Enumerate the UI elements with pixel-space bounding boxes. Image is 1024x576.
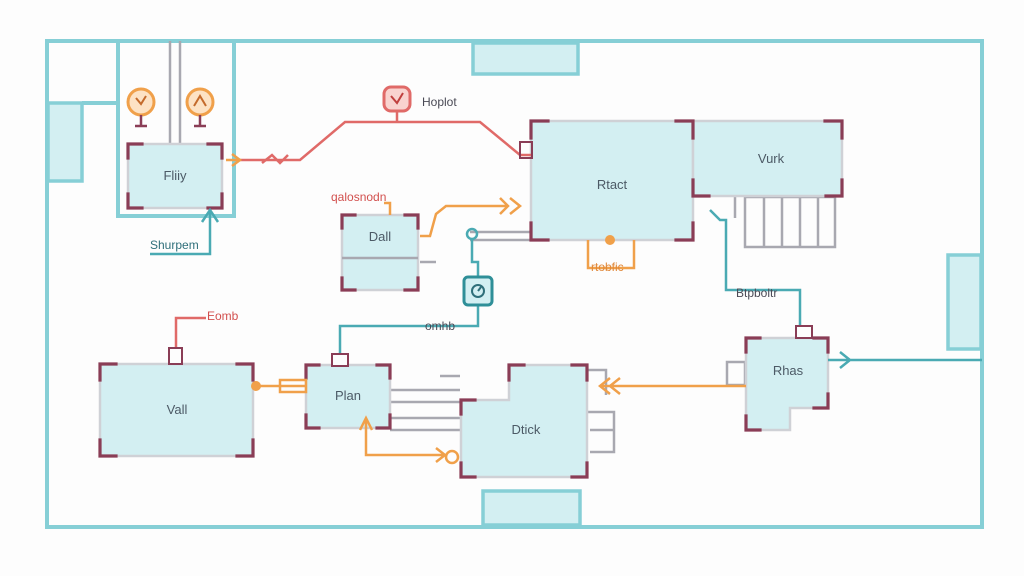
- hoplot-fixture-icon: [382, 85, 412, 113]
- eomb-red-pipe: [174, 316, 206, 348]
- meter-feed: [465, 227, 479, 241]
- meter-feed-pipe: [470, 239, 480, 278]
- room-label-plan: Plan: [335, 388, 361, 403]
- rhas-valve: [725, 360, 747, 387]
- fliiy-orange-arrow: [226, 153, 243, 167]
- label-bpboaltr: Btpboltr: [736, 286, 777, 300]
- gray-pipes-dtick-side: [586, 368, 616, 454]
- hoplot-red-pipe: [240, 120, 531, 162]
- room-rhas: [744, 336, 830, 432]
- quiosnodn-drop: [384, 201, 392, 215]
- fliiy-corners: [126, 142, 224, 210]
- dall-orange-pipe: [420, 197, 523, 238]
- red-pipe-zigzag: [261, 153, 289, 165]
- vall-corners: [98, 362, 255, 458]
- rhas-corners: [744, 336, 830, 432]
- plan-meter-teal-pipe: [338, 305, 480, 365]
- room-label-vurk: Vurk: [758, 151, 785, 166]
- vall-inlet: [168, 347, 183, 365]
- gray-lines: [168, 41, 837, 454]
- room-dall: [340, 213, 420, 292]
- room-fliiy: [126, 142, 224, 210]
- rooms: [98, 119, 844, 479]
- vurk-corners: [691, 119, 844, 198]
- plan-dtick-orange-pipe: [358, 415, 448, 463]
- vurk-rhas-teal-pipe: [709, 209, 802, 328]
- vurk-grate: [733, 195, 837, 249]
- utility-closet-wall: [116, 39, 236, 218]
- top-left-valve-icon: [126, 87, 156, 128]
- vall-plan-orange-pipe: [253, 378, 308, 394]
- label-sharpen: Shurpem: [150, 238, 199, 252]
- room-label-fliiy: Fliiy: [163, 168, 187, 183]
- orange-lines: [226, 153, 746, 465]
- sharpen-teal-pipe: [150, 207, 220, 256]
- plan-inlet: [331, 353, 349, 367]
- red-line: [168, 108, 533, 365]
- room-label-vall: Vall: [167, 402, 188, 417]
- rhas-inlet: [795, 325, 813, 339]
- dall-corners: [340, 213, 420, 292]
- rtobfic-valve: [605, 235, 615, 245]
- label-ombb: omhb: [425, 319, 455, 333]
- building-outline: [45, 39, 984, 529]
- vertical-gray-pipe: [168, 41, 182, 143]
- top-left-gauge-icon: [185, 87, 215, 128]
- right-window: [946, 253, 983, 351]
- rtact-inlet: [519, 141, 533, 159]
- rhas-exit-teal-pipe: [828, 351, 982, 369]
- vall-valve: [251, 381, 261, 391]
- label-quiosnodn: qalosnodn: [331, 190, 386, 204]
- label-hoplot: Hoplot: [422, 95, 457, 109]
- rtact-corners: [529, 119, 695, 242]
- annotation-labels: Hoplot Shurpem qalosnodn rtobfic Btpbolt…: [150, 95, 777, 333]
- room-labels: Fliiy Dall Rtact Vurk Vall Plan Dtick Rh…: [163, 151, 803, 437]
- room-vall: [98, 362, 255, 458]
- room-dtick: [459, 363, 589, 479]
- label-fomb: Eomb: [207, 309, 239, 323]
- top-window: [471, 41, 580, 76]
- room-vurk: [691, 119, 844, 198]
- dtick-inlet: [444, 449, 460, 465]
- teal-lines: [150, 207, 982, 369]
- dtick-rhas-orange-pipe: [597, 377, 746, 395]
- room-label-dall: Dall: [369, 229, 392, 244]
- gray-pipes-plan-dtick: [390, 374, 460, 432]
- room-label-dtick: Dtick: [512, 422, 541, 437]
- bottom-door: [481, 489, 582, 527]
- room-corners: [98, 119, 844, 479]
- meter-icon: [462, 275, 494, 307]
- plan-corners: [304, 363, 392, 430]
- room-rtact: [529, 119, 695, 242]
- dtick-corners: [459, 363, 589, 479]
- left-window: [46, 101, 84, 183]
- room-label-rtact: Rtact: [597, 177, 628, 192]
- room-plan: [304, 363, 392, 430]
- rtobfic-loop: [586, 240, 636, 270]
- label-rtobfic: rtobfic: [591, 260, 624, 274]
- room-label-rhas: Rhas: [773, 363, 804, 378]
- gray-pipe-rtact: [470, 230, 530, 242]
